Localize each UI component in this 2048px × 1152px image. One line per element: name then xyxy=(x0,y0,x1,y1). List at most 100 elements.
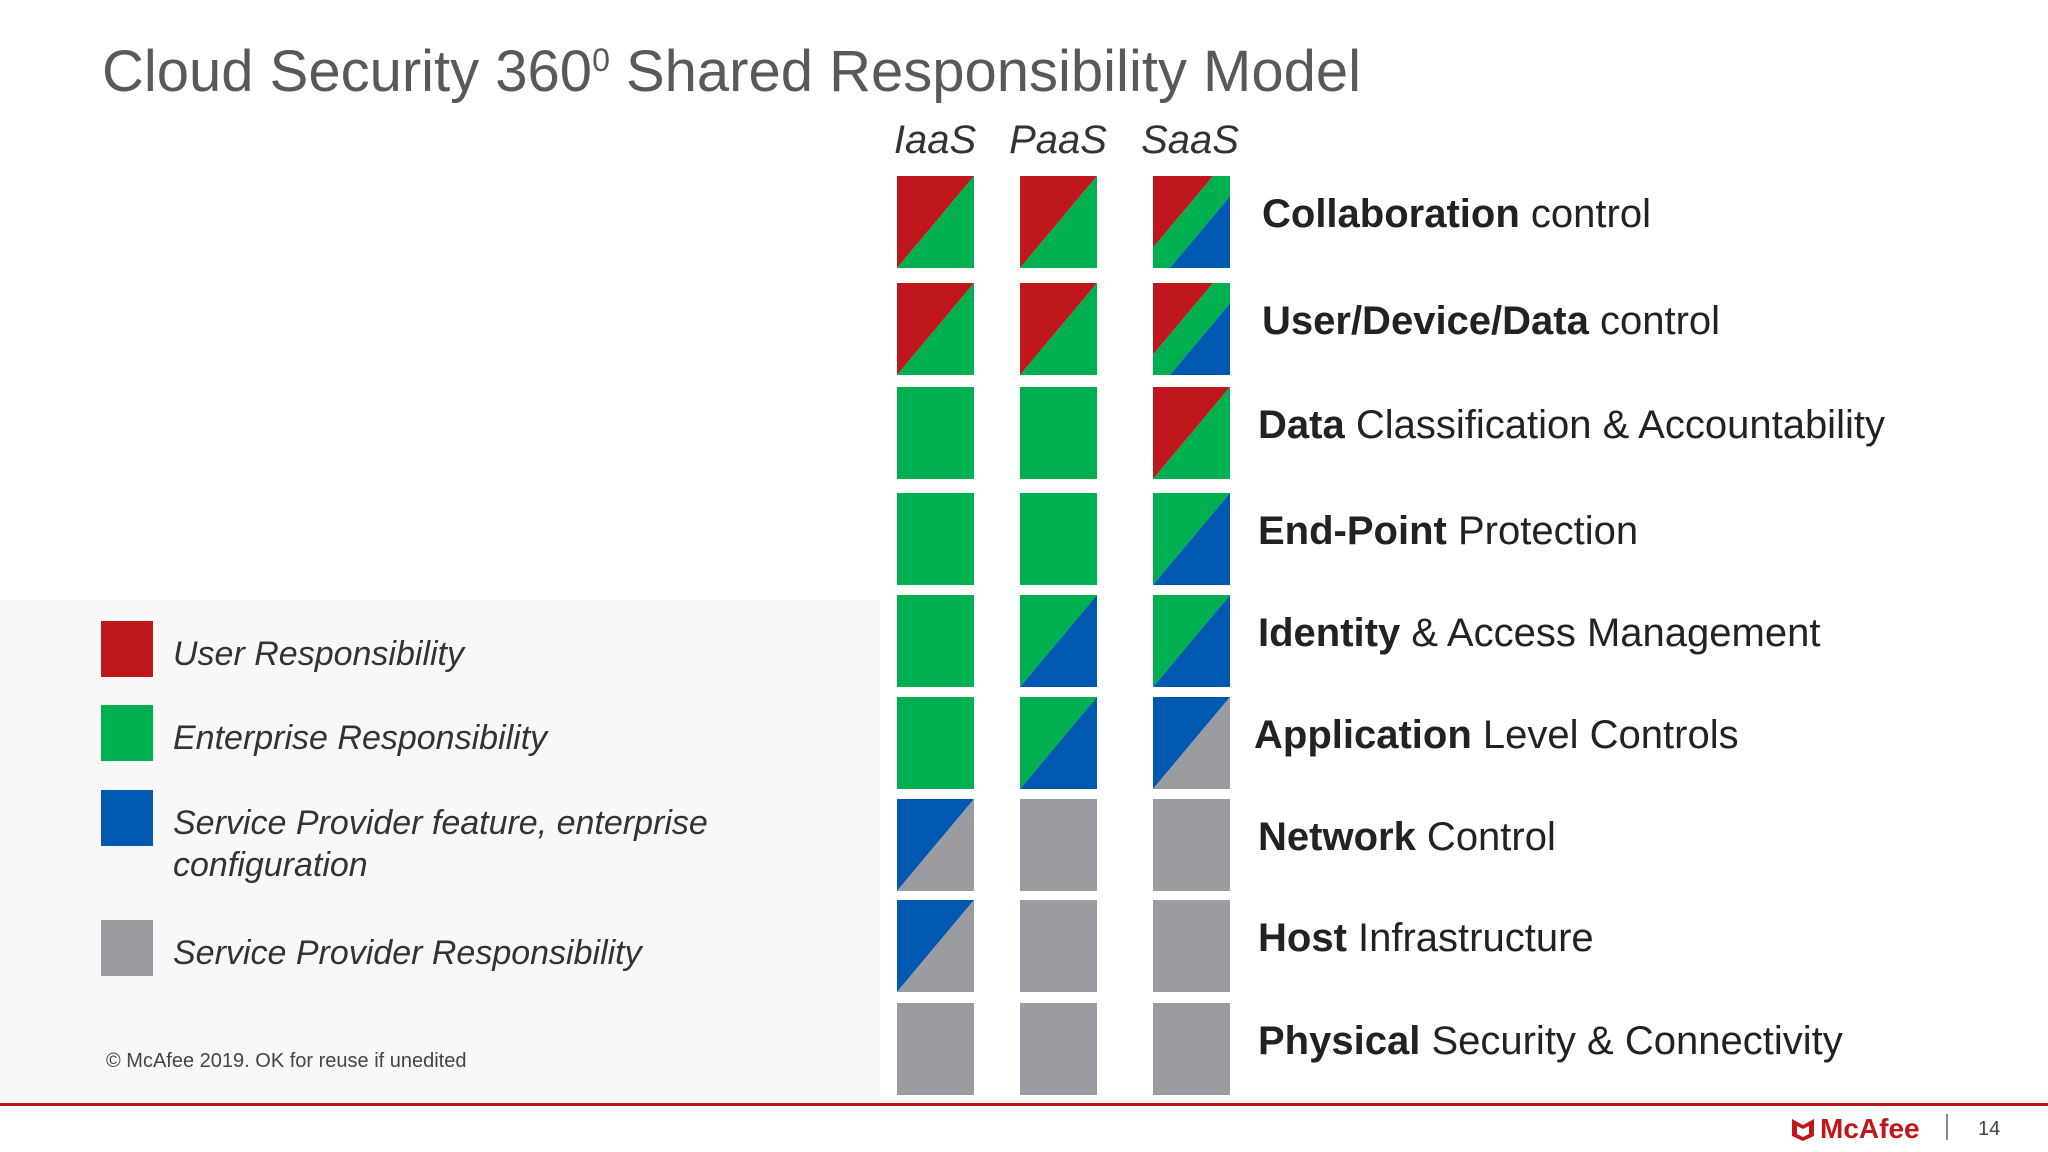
cell-paas-row-5 xyxy=(1020,595,1097,687)
title-rest: Shared Responsibility Model xyxy=(609,39,1362,104)
enterprise-segment xyxy=(897,697,974,789)
cell-saas-row-8 xyxy=(1153,900,1230,992)
footer-rule xyxy=(0,1103,2048,1106)
footer-separator xyxy=(1946,1114,1948,1140)
row-label-rest: Classification & Accountability xyxy=(1344,403,1885,447)
row-label-bold: Collaboration xyxy=(1262,192,1520,236)
title-main: Cloud Security 360 xyxy=(102,39,593,104)
legend-swatch xyxy=(101,621,153,677)
enterprise-segment xyxy=(897,283,974,375)
provider-segment xyxy=(1153,799,1230,891)
enterprise-segment xyxy=(1153,176,1230,268)
enterprise-segment xyxy=(1153,387,1230,479)
cell-saas-row-5 xyxy=(1153,595,1230,687)
enterprise-segment xyxy=(1153,283,1230,375)
page-number: 14 xyxy=(1978,1118,2001,1140)
cell-iaas-row-3 xyxy=(897,387,974,479)
provider-segment xyxy=(897,900,974,992)
row-label-2: User/Device/Data control xyxy=(1262,299,1720,344)
user-segment xyxy=(1153,176,1214,248)
legend-label: Service Provider feature, enterprise con… xyxy=(173,804,708,884)
enterprise-segment xyxy=(897,595,974,687)
cell-paas-row-2 xyxy=(1020,283,1097,375)
shield-icon xyxy=(1792,1119,1814,1141)
legend-panel xyxy=(0,600,880,1100)
cell-paas-row-1 xyxy=(1020,176,1097,268)
cell-iaas-row-1 xyxy=(897,176,974,268)
enterprise-segment xyxy=(897,176,974,268)
provider-segment xyxy=(1153,1003,1230,1095)
cell-iaas-row-4 xyxy=(897,493,974,585)
provider-segment xyxy=(1020,1003,1097,1095)
row-label-rest: control xyxy=(1519,192,1651,236)
cell-saas-row-1 xyxy=(1153,176,1230,268)
row-label-6: Application Level Controls xyxy=(1254,713,1739,758)
title-superscript: 0 xyxy=(592,42,610,78)
enterprise-segment xyxy=(1020,493,1097,585)
legend-swatch xyxy=(101,920,153,976)
provider-feature-segment xyxy=(1020,595,1097,687)
row-label-rest: & Access Management xyxy=(1400,611,1821,655)
row-label-rest: Control xyxy=(1415,815,1556,859)
enterprise-segment xyxy=(897,493,974,585)
provider-segment xyxy=(1020,799,1097,891)
provider-feature-segment xyxy=(1020,697,1097,789)
row-label-bold: User/Device/Data xyxy=(1262,299,1589,343)
row-label-4: End-Point Protection xyxy=(1258,509,1638,554)
provider-feature-segment xyxy=(1153,595,1230,687)
cell-paas-row-4 xyxy=(1020,493,1097,585)
cell-paas-row-8 xyxy=(1020,900,1097,992)
provider-feature-segment xyxy=(1153,493,1230,585)
copyright-note: © McAfee 2019. OK for reuse if unedited xyxy=(106,1050,467,1072)
column-header-saas: SaaS xyxy=(1141,118,1239,162)
cell-saas-row-3 xyxy=(1153,387,1230,479)
provider-segment xyxy=(1153,697,1230,789)
legend-swatch xyxy=(101,705,153,761)
column-header-iaas: IaaS xyxy=(893,118,977,162)
enterprise-segment xyxy=(1020,387,1097,479)
cell-saas-row-2 xyxy=(1153,283,1230,375)
provider-feature-segment xyxy=(1169,303,1230,375)
brand-name: McAfee xyxy=(1820,1113,1920,1144)
row-label-rest: Security & Connectivity xyxy=(1420,1019,1843,1063)
row-label-7: Network Control xyxy=(1258,815,1556,860)
enterprise-segment xyxy=(1020,176,1097,268)
row-label-bold: End-Point xyxy=(1258,509,1447,553)
row-label-5: Identity & Access Management xyxy=(1258,611,1820,656)
cell-iaas-row-9 xyxy=(897,1003,974,1095)
row-label-rest: Level Controls xyxy=(1471,713,1739,757)
row-label-bold: Identity xyxy=(1258,611,1401,655)
cell-iaas-row-2 xyxy=(897,283,974,375)
cell-paas-row-6 xyxy=(1020,697,1097,789)
row-label-rest: control xyxy=(1588,299,1721,343)
row-label-9: Physical Security & Connectivity xyxy=(1258,1019,1843,1064)
column-header-paas: PaaS xyxy=(1009,118,1107,162)
page-title: Cloud Security 3600 Shared Responsibilit… xyxy=(102,38,1361,105)
cell-paas-row-7 xyxy=(1020,799,1097,891)
row-label-bold: Host xyxy=(1258,916,1347,960)
cell-saas-row-4 xyxy=(1153,493,1230,585)
row-label-1: Collaboration control xyxy=(1262,192,1651,237)
provider-segment xyxy=(1153,900,1230,992)
cell-saas-row-6 xyxy=(1153,697,1230,789)
cell-iaas-row-8 xyxy=(897,900,974,992)
cell-saas-row-9 xyxy=(1153,1003,1230,1095)
provider-segment xyxy=(897,799,974,891)
row-label-bold: Physical xyxy=(1258,1019,1421,1063)
brand-logo: McAfee xyxy=(1790,1112,1920,1146)
row-label-bold: Network xyxy=(1258,815,1416,859)
row-label-rest: Infrastructure xyxy=(1346,916,1594,960)
provider-feature-segment xyxy=(1169,196,1230,268)
provider-segment xyxy=(897,1003,974,1095)
row-label-8: Host Infrastructure xyxy=(1258,916,1594,961)
cell-iaas-row-5 xyxy=(897,595,974,687)
legend-swatch xyxy=(101,790,153,846)
cell-paas-row-9 xyxy=(1020,1003,1097,1095)
row-label-3: Data Classification & Accountability xyxy=(1258,403,1885,448)
legend-label: Enterprise Responsibility xyxy=(173,719,548,757)
legend-label: User Responsibility xyxy=(173,635,464,673)
legend-label: Service Provider Responsibility xyxy=(173,934,642,972)
cell-iaas-row-6 xyxy=(897,697,974,789)
row-label-bold: Application xyxy=(1254,713,1472,757)
